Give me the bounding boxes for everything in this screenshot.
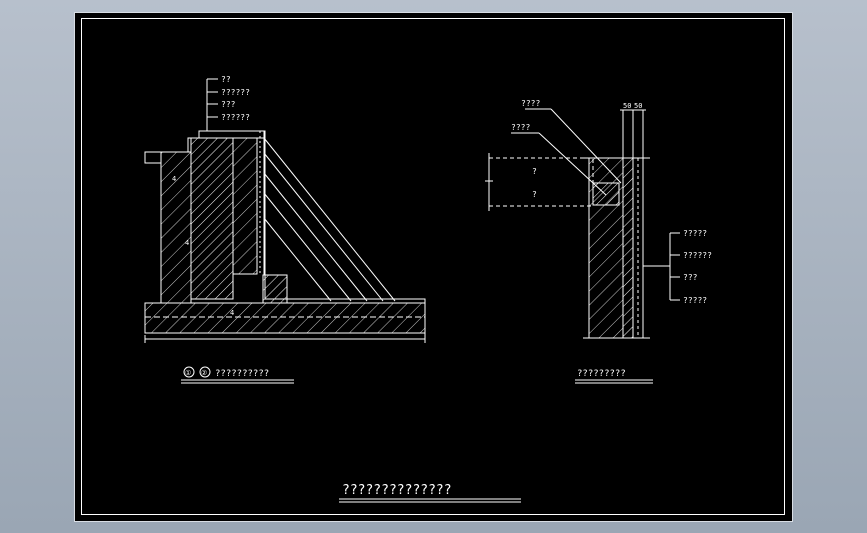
gap-mark: ?	[532, 167, 537, 176]
callout-1: ????	[521, 99, 540, 108]
detail-marker-a	[183, 366, 195, 378]
left-detail	[144, 78, 426, 343]
right-detail-title: ?????????	[577, 369, 626, 379]
insulation-layer-1	[622, 157, 634, 339]
brace-1	[263, 137, 396, 302]
brace-4	[263, 192, 352, 302]
dim-1: 50	[623, 102, 631, 110]
label-2: ??????	[221, 88, 250, 97]
detail-marker-b	[199, 366, 211, 378]
opening-outline	[488, 157, 594, 207]
drawing-frame	[81, 18, 785, 515]
gap-mark: ?	[532, 190, 537, 199]
dim-2: 50	[634, 102, 642, 110]
brace-3	[263, 172, 368, 302]
left-detail-title: ??????????	[215, 369, 269, 379]
label-3: ???	[221, 100, 236, 109]
marker-b-text: ②	[201, 369, 207, 377]
section-mark: 4	[185, 239, 189, 247]
column	[190, 137, 234, 300]
right-label-4: ?????	[683, 296, 707, 305]
right-detail	[485, 108, 680, 339]
callout-2: ????	[511, 123, 530, 132]
base-slab	[144, 302, 426, 334]
section-mark: 4	[172, 175, 176, 183]
marker-a-text: ①	[185, 369, 191, 377]
left-wall	[160, 151, 192, 304]
right-label-2: ??????	[683, 251, 712, 260]
right-label-3: ???	[683, 273, 698, 282]
brace-5	[263, 217, 332, 302]
insulation-layer	[232, 137, 258, 275]
label-4: ??????	[221, 113, 250, 122]
section-mark: 4	[230, 309, 234, 317]
sheet-title: ??????????????	[342, 483, 452, 498]
cad-drawing: ?? ?????? ??? ?????? 4 4 4 ① ② ?????????…	[144, 75, 712, 503]
right-label-1: ?????	[683, 229, 707, 238]
drawing-sheet: ?? ?????? ??? ?????? 4 4 4 ① ② ?????????…	[74, 12, 793, 522]
label-1: ??	[221, 75, 231, 84]
brace-2	[263, 152, 384, 302]
support-block	[262, 274, 288, 304]
